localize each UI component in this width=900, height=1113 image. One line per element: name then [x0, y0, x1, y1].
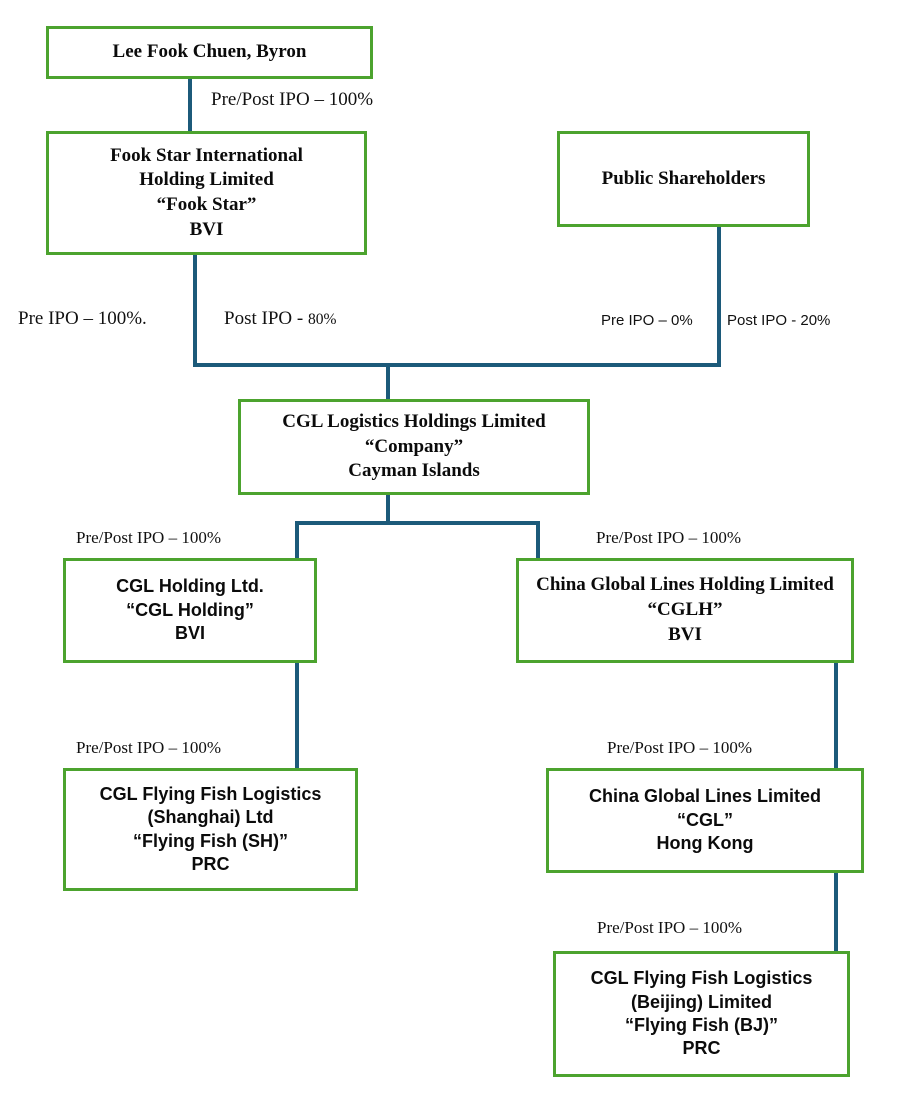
edge-label-fook-star-pre-ipo: Pre IPO – 100%.	[18, 308, 147, 329]
edge-label-company-to-cglh: Pre/Post IPO – 100%	[596, 528, 741, 547]
connector-cgl-to-flying-fish-bj	[834, 873, 838, 951]
edge-label-public-post-ipo: Post IPO - 20%	[727, 312, 831, 329]
connector-company-split-bar	[295, 521, 540, 525]
edge-label-cgl-holding-to-flying-fish-sh: Pre/Post IPO – 100%	[76, 738, 221, 757]
node-line: “Fook Star”	[156, 194, 257, 215]
node-line: CGL Flying Fish Logistics	[99, 783, 322, 804]
node-cglh[interactable]: China Global Lines Holding Limited “CGLH…	[516, 558, 854, 663]
node-line: BVI	[189, 218, 224, 240]
node-flying-fish-sh[interactable]: CGL Flying Fish Logistics (Shanghai) Ltd…	[63, 768, 358, 891]
node-line: PRC	[682, 1038, 721, 1059]
connector-owner-to-fook-star	[188, 79, 192, 131]
edge-label-company-to-cgl-holding: Pre/Post IPO – 100%	[76, 528, 221, 547]
node-line: China Global Lines Limited	[588, 786, 822, 807]
node-line: Hong Kong	[656, 833, 754, 854]
node-line: China Global Lines Holding Limited	[536, 574, 834, 596]
connector-cglh-to-cgl	[834, 663, 838, 768]
node-line: Lee Fook Chuen, Byron	[112, 41, 307, 63]
connector-fook-star-down	[193, 255, 197, 367]
node-line: “Company”	[364, 435, 464, 457]
node-line: BVI	[668, 623, 702, 645]
node-company[interactable]: CGL Logistics Holdings Limited “Company”…	[238, 399, 590, 495]
connector-merge-to-company	[386, 363, 390, 399]
node-line: Public Shareholders	[601, 167, 766, 189]
node-line: “CGL”	[677, 809, 733, 830]
edge-label-fook-star-post-ipo: Post IPO - 80%	[224, 308, 337, 330]
node-line: CGL Flying Fish Logistics	[590, 968, 813, 989]
connector-cgl-holding-to-flying-fish-sh	[295, 663, 299, 768]
edge-label-public-pre-ipo: Pre IPO – 0%	[601, 312, 693, 329]
node-line: BVI	[174, 623, 205, 644]
node-line: Fook Star International	[110, 144, 303, 166]
node-cgl[interactable]: China Global Lines Limited “CGL” Hong Ko…	[546, 768, 864, 873]
node-line: CGL Holding Ltd.	[116, 576, 264, 597]
edge-label-cgl-to-flying-fish-bj: Pre/Post IPO – 100%	[597, 918, 742, 937]
node-fook-star[interactable]: Fook Star International Holding Limited …	[46, 131, 367, 255]
connector-company-down	[386, 495, 390, 525]
node-line: Cayman Islands	[348, 460, 480, 482]
edge-label-cglh-to-cgl: Pre/Post IPO – 100%	[607, 738, 752, 757]
edge-label-value: 80%	[307, 311, 337, 328]
connector-merge-bar	[193, 363, 721, 367]
edge-label-owner-to-fook-star: Pre/Post IPO – 100%	[211, 89, 374, 110]
node-line: “CGLH”	[647, 599, 723, 621]
node-line: (Shanghai) Ltd	[147, 807, 274, 828]
node-line: Holding Limited	[139, 169, 274, 191]
node-cgl-holding[interactable]: CGL Holding Ltd. “CGL Holding” BVI	[63, 558, 317, 663]
connector-company-to-cgl-holding	[295, 521, 299, 558]
connector-public-shareholders-down	[717, 227, 721, 367]
node-public-shareholders[interactable]: Public Shareholders	[557, 131, 810, 227]
node-line: CGL Logistics Holdings Limited	[282, 410, 546, 432]
node-line: “Flying Fish (SH)”	[133, 830, 288, 851]
connector-company-to-cglh	[536, 521, 540, 558]
edge-label-text: Post IPO -	[224, 308, 308, 329]
node-line: (Beijing) Limited	[631, 991, 772, 1012]
node-flying-fish-bj[interactable]: CGL Flying Fish Logistics (Beijing) Limi…	[553, 951, 850, 1077]
node-line: “Flying Fish (BJ)”	[625, 1015, 778, 1035]
node-lee-fook-chuen-byron[interactable]: Lee Fook Chuen, Byron	[46, 26, 373, 79]
node-line: “CGL Holding”	[126, 599, 254, 620]
node-line: PRC	[191, 853, 230, 874]
